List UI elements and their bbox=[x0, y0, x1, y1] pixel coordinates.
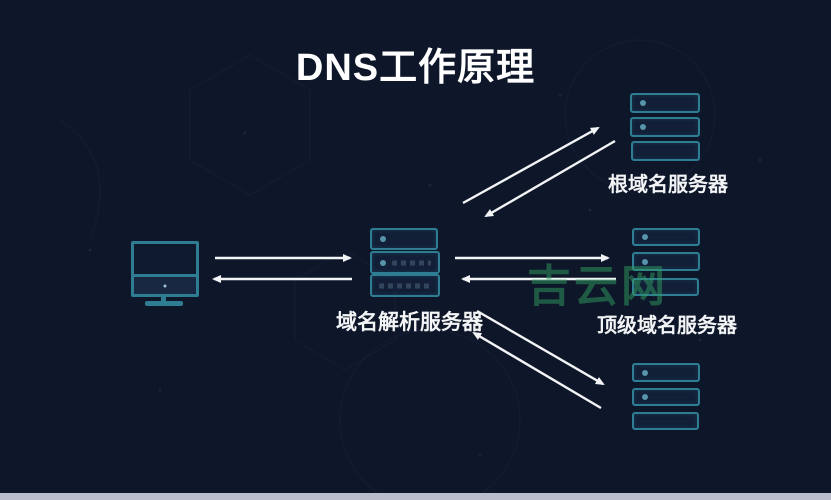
server-unit bbox=[632, 388, 700, 406]
bottom-edge-bar bbox=[0, 493, 831, 500]
monitor-stand bbox=[161, 294, 166, 302]
server-unit-detail bbox=[392, 260, 431, 265]
watermark: 吉云网 bbox=[527, 262, 668, 311]
server-unit bbox=[632, 363, 700, 382]
server-unit bbox=[370, 251, 440, 274]
server-unit bbox=[630, 93, 700, 113]
server-unit bbox=[632, 412, 699, 430]
page-title: DNS工作原理 bbox=[295, 47, 536, 89]
server-unit-dot bbox=[642, 258, 648, 265]
server-unit bbox=[370, 228, 438, 250]
arrow-resolver-to-auth bbox=[476, 309, 605, 386]
server-unit-dot bbox=[380, 236, 386, 242]
monitor-power-dot bbox=[163, 284, 167, 287]
resolver-server-label: 域名解析服务器 bbox=[336, 311, 483, 334]
server-unit-dot bbox=[642, 234, 648, 240]
monitor-screen bbox=[131, 241, 199, 297]
server-unit-detail bbox=[379, 283, 431, 288]
server-unit bbox=[370, 274, 440, 297]
server-unit-dot bbox=[642, 369, 648, 376]
arrow-root-to-resolver bbox=[484, 139, 616, 218]
server-unit bbox=[630, 117, 700, 137]
tld-server-label: 顶级域名服务器 bbox=[597, 315, 737, 337]
server-unit-dot bbox=[642, 394, 648, 400]
server-unit-dot bbox=[640, 124, 646, 130]
server-unit bbox=[632, 252, 700, 271]
server-unit bbox=[632, 278, 699, 296]
arrow-resolver-to-root bbox=[462, 126, 600, 205]
server-unit-dot bbox=[380, 259, 386, 266]
root-server-label: 根域名服务器 bbox=[608, 174, 728, 196]
server-unit-dot bbox=[640, 100, 646, 106]
monitor-panel bbox=[134, 274, 196, 294]
monitor-base bbox=[145, 301, 183, 306]
server-unit bbox=[632, 228, 700, 246]
arrow-auth-to-resolver bbox=[472, 331, 602, 410]
server-unit bbox=[631, 141, 700, 161]
